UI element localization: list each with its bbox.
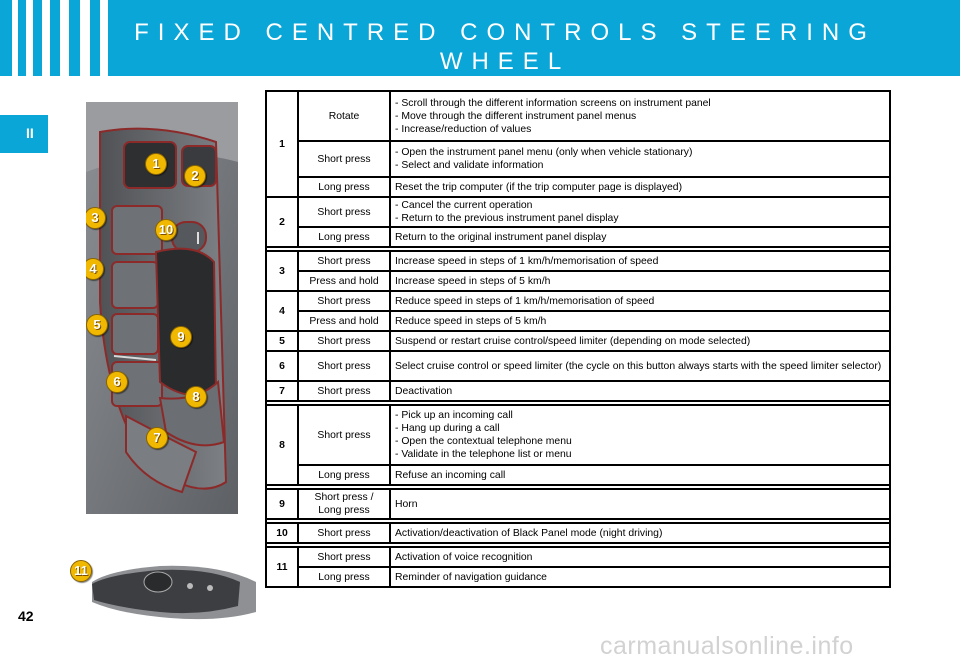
description-cell: Reduce speed in steps of 1 km/h/memorisa…	[389, 290, 891, 312]
description-cell: Reduce speed in steps of 5 km/h	[389, 310, 891, 332]
action-cell: Rotate	[297, 90, 391, 142]
description-cell: Select cruise control or speed limiter (…	[389, 350, 891, 382]
action-cell: Short press	[297, 350, 391, 382]
table-row: Long press Reminder of navigation guidan…	[266, 566, 891, 588]
description-cell: Reminder of navigation guidance	[389, 566, 891, 588]
description-cell: Return to the original instrument panel …	[389, 226, 891, 248]
description-cell: - Open the instrument panel menu (only w…	[389, 140, 891, 178]
photo-label-7: 7	[146, 427, 168, 449]
table-row: 6 Short press Select cruise control or s…	[265, 350, 891, 382]
stalk-label-11: 11	[70, 560, 92, 582]
photo-label-10: 10	[155, 219, 177, 241]
action-cell: Short press / Long press	[297, 488, 391, 520]
steering-controls-photo: 1 2 3 10 4 5 9 6 8 7	[86, 102, 238, 514]
description-cell: Horn	[389, 488, 891, 520]
description-cell: Increase speed in steps of 1 km/h/memori…	[389, 250, 891, 272]
description-cell: Activation of voice recognition	[389, 546, 891, 568]
section-tab-label: II	[26, 125, 34, 141]
stalk-photo: 11	[70, 552, 256, 626]
action-cell: Short press	[297, 196, 391, 228]
photo-label-3: 3	[86, 207, 106, 229]
header-stripes	[0, 0, 110, 76]
control-number: 1	[265, 90, 299, 198]
description-cell: Reset the trip computer (if the trip com…	[389, 176, 891, 198]
table-row: 1 Rotate - Scroll through the different …	[265, 90, 891, 198]
action-cell: Short press	[297, 330, 391, 352]
table-row: Long press Return to the original instru…	[266, 226, 891, 248]
table-row: Press and hold Reduce speed in steps of …	[266, 310, 891, 332]
description-cell: - Pick up an incoming call - Hang up dur…	[389, 404, 891, 466]
description-cell: Activation/deactivation of Black Panel m…	[389, 522, 891, 544]
photo-label-2: 2	[184, 165, 206, 187]
section-tab: II	[0, 115, 48, 153]
table-row: 10 Short press Activation/deactivation o…	[265, 522, 891, 544]
photo-label-8: 8	[185, 386, 207, 408]
control-number: 11	[265, 546, 299, 588]
control-number: 3	[265, 250, 299, 292]
table-row: 9 Short press / Long press Horn	[265, 488, 891, 520]
description-cell: - Cancel the current operation - Return …	[389, 196, 891, 228]
control-number: 8	[265, 404, 299, 486]
table-row: 2 Short press - Cancel the current opera…	[265, 196, 891, 248]
photo-label-1: 1	[145, 153, 167, 175]
table-row: Long press Reset the trip computer (if t…	[266, 176, 891, 198]
photo-label-4: 4	[86, 258, 104, 280]
control-number: 4	[265, 290, 299, 332]
page-title: FIXED CENTRED CONTROLS STEERING WHEEL	[134, 19, 876, 75]
action-cell: Long press	[297, 226, 391, 248]
action-cell: Press and hold	[297, 270, 391, 292]
action-cell: Long press	[297, 176, 391, 198]
description-cell: Refuse an incoming call	[389, 464, 891, 486]
control-number: 10	[265, 522, 299, 544]
photo-label-9: 9	[170, 326, 192, 348]
table-row: Long press Refuse an incoming call	[266, 464, 891, 486]
control-number: 7	[265, 380, 299, 402]
table-row: 8 Short press - Pick up an incoming call…	[265, 404, 891, 486]
description-cell: Suspend or restart cruise control/speed …	[389, 330, 891, 352]
controls-table: 1 Rotate - Scroll through the different …	[265, 90, 891, 588]
action-cell: Short press	[297, 140, 391, 178]
description-cell: Deactivation	[389, 380, 891, 402]
action-cell: Short press	[297, 380, 391, 402]
watermark: carmanualsonline.info	[600, 632, 854, 660]
description-cell: Increase speed in steps of 5 km/h	[389, 270, 891, 292]
action-cell: Short press	[297, 522, 391, 544]
table-row: Press and hold Increase speed in steps o…	[266, 270, 891, 292]
table-row: 5 Short press Suspend or restart cruise …	[265, 330, 891, 352]
page-header: FIXED CENTRED CONTROLS STEERING WHEEL	[0, 0, 960, 76]
control-number: 9	[265, 488, 299, 520]
action-cell: Short press	[297, 404, 391, 466]
photo-label-5: 5	[86, 314, 108, 336]
table-row: Short press - Open the instrument panel …	[266, 140, 891, 178]
action-cell: Long press	[297, 464, 391, 486]
description-cell: - Scroll through the different informati…	[389, 90, 891, 142]
action-cell: Press and hold	[297, 310, 391, 332]
page-number: 42	[18, 608, 34, 624]
control-number: 5	[265, 330, 299, 352]
table-row: 3 Short press Increase speed in steps of…	[265, 250, 891, 292]
table-row: 7 Short press Deactivation	[265, 380, 891, 402]
control-number: 2	[265, 196, 299, 248]
table-row: 11 Short press Activation of voice recog…	[265, 546, 891, 588]
table-row: 4 Short press Reduce speed in steps of 1…	[265, 290, 891, 332]
photo-label-6: 6	[106, 371, 128, 393]
action-cell: Short press	[297, 250, 391, 272]
action-cell: Short press	[297, 290, 391, 312]
action-cell: Long press	[297, 566, 391, 588]
control-number: 6	[265, 350, 299, 382]
action-cell: Short press	[297, 546, 391, 568]
